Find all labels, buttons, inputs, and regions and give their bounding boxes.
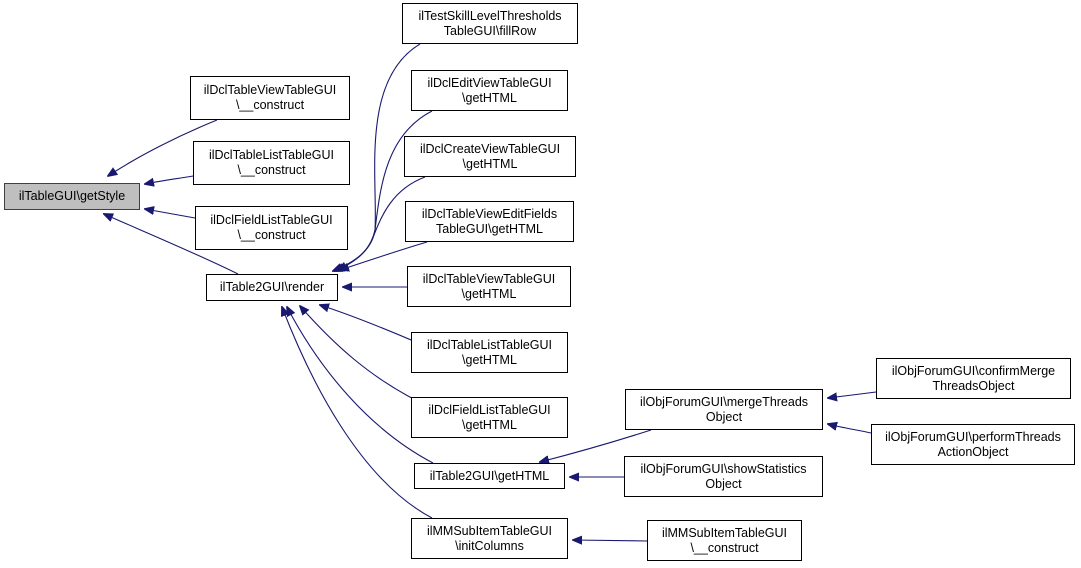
node-mmSubItemConstruct[interactable]: ilMMSubItemTableGUI\__construct [647, 520, 802, 561]
node-label-line: Object [705, 409, 743, 424]
node-dclTableViewConstruct[interactable]: ilDclTableViewTableGUI\__construct [190, 76, 350, 120]
node-label-line: \__construct [690, 540, 759, 555]
edge-mmSubItemInitColumns-to-table2Render [282, 307, 433, 519]
node-dclTableListGetHTML[interactable]: ilDclTableListTableGUI\getHTML [411, 332, 568, 373]
edge-dclFieldListConstruct-to-getStyle [145, 209, 196, 219]
node-label-line: \getHTML [462, 156, 518, 171]
node-label-line: \getHTML [462, 417, 517, 432]
node-label-line: ilDclTableViewTableGUI [203, 83, 337, 97]
node-label-line: \initColumns [455, 538, 524, 553]
node-label-line: ThreadsObject [932, 378, 1015, 393]
node-dclFieldListConstruct[interactable]: ilDclFieldListTableGUI\__construct [195, 206, 348, 250]
node-label-line: ilDclCreateViewTableGUI [419, 141, 561, 156]
node-label-line: ilTestSkillLevelThresholds [418, 8, 562, 23]
edge-mmSubItemConstruct-to-mmSubItemInitColumns [573, 540, 648, 541]
edge-dclTableListConstruct-to-getStyle [145, 175, 194, 184]
node-dclFieldListGetHTML[interactable]: ilDclFieldListTableGUI\getHTML [411, 397, 568, 438]
node-label-line: ilDclFieldListTableGUI [428, 402, 551, 417]
node-label-line: ilTable2GUI\getHTML [429, 468, 550, 483]
node-label-line: ilTable2GUI\render [219, 280, 325, 294]
edge-forumPerformThreadsAction-to-forumMergeThreads [828, 424, 872, 434]
node-dclEditViewGetHTML[interactable]: ilDclEditViewTableGUI\getHTML [411, 70, 568, 111]
edge-dclCreateViewGetHTML-to-table2Render [338, 176, 426, 270]
edge-forumConfirmMerge-to-forumMergeThreads [828, 391, 877, 398]
edge-forumMergeThreads-to-table2GetHTML [540, 429, 652, 462]
node-dclTableViewGetHTML[interactable]: ilDclTableViewTableGUI\getHTML [407, 266, 571, 307]
edge-table2GetHTML-to-table2Render [287, 307, 434, 464]
node-mmSubItemInitColumns[interactable]: ilMMSubItemTableGUI\initColumns [411, 518, 568, 559]
node-dclCreateViewGetHTML[interactable]: ilDclCreateViewTableGUI\getHTML [404, 136, 576, 177]
node-label-line: ilDclEditViewTableGUI [427, 75, 552, 90]
node-label-line: ilDclFieldListTableGUI [210, 213, 333, 227]
edge-dclTableViewConstruct-to-getStyle [108, 119, 218, 176]
node-label-line: TableGUI\fillRow [443, 23, 537, 38]
node-label-line: ilMMSubItemTableGUI [426, 523, 553, 538]
edge-dclFieldListGetHTML-to-table2Render [300, 306, 433, 409]
node-label-line: ilDclTableViewEditFields [421, 206, 558, 221]
node-label-line: ilObjForumGUI\mergeThreads [639, 394, 809, 409]
node-table2Render[interactable]: ilTable2GUI\render [206, 274, 338, 301]
node-label-line: ilDclTableListTableGUI [208, 148, 335, 162]
node-getStyle[interactable]: ilTableGUI\getStyle [4, 183, 140, 210]
node-label-line: \getHTML [462, 90, 517, 105]
node-dclTableListConstruct[interactable]: ilDclTableListTableGUI\__construct [193, 141, 350, 185]
node-label-line: ilObjForumGUI\showStatistics [640, 461, 807, 476]
node-label-line: TableGUI\getHTML [436, 221, 543, 236]
node-label-line: ActionObject [937, 444, 1009, 459]
node-label-line: \__construct [237, 163, 306, 177]
edge-dclEditViewGetHTML-to-table2Render [335, 110, 433, 271]
node-label-line: ilMMSubItemTableGUI [661, 525, 788, 540]
node-label-line: \__construct [237, 228, 306, 242]
node-label-line: ilDclTableViewTableGUI [422, 271, 556, 286]
node-label-line: ilObjForumGUI\confirmMerge [891, 363, 1056, 378]
node-label-line: ilObjForumGUI\performThreads [885, 429, 1061, 444]
node-label-line: \getHTML [461, 286, 517, 301]
node-label-line: ilTableGUI\getStyle [18, 189, 126, 203]
node-label-line: ilDclTableListTableGUI [426, 337, 553, 352]
node-label-line: Object [705, 476, 742, 491]
node-table2GetHTML[interactable]: ilTable2GUI\getHTML [414, 463, 565, 489]
edge-dclTableViewEditFieldsGetHTML-to-table2Render [340, 241, 428, 270]
edge-table2Render-to-getStyle [104, 214, 239, 275]
node-label-line: \__construct [235, 98, 305, 112]
node-label-line: \getHTML [462, 352, 517, 367]
